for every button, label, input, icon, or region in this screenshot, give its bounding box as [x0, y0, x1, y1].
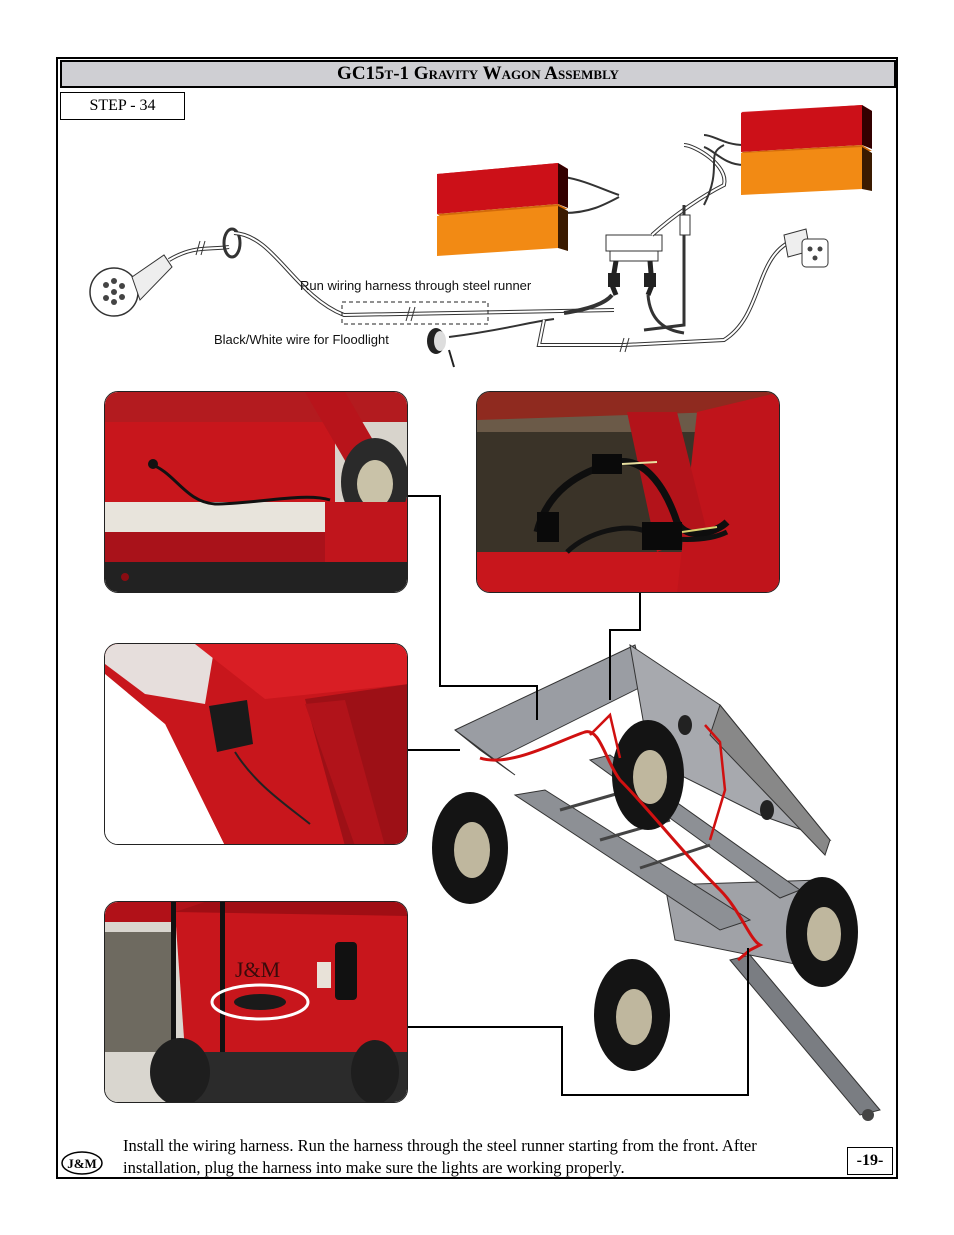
wheel-rear-left: [432, 792, 508, 904]
junction-connectors: [605, 234, 663, 296]
seven-pin-plug-right: [783, 228, 829, 268]
wiring-harness-diagram: Run wiring harness through steel runner …: [89, 105, 872, 368]
title-main: GC15: [337, 63, 385, 84]
page-frame: [56, 57, 898, 1179]
instructions-caption: Install the wiring harness. Run the harn…: [123, 1136, 757, 1177]
floodlight-icon: [427, 328, 455, 368]
page-title: GC15t-1 Gravity Wagon Assembly: [60, 60, 896, 88]
jm-logo: J&M: [60, 1150, 104, 1176]
label-runner: Run wiring harness through steel runner: [300, 278, 532, 293]
seven-pin-plug-left: [89, 254, 173, 317]
wheel-front-right: [786, 877, 858, 987]
title-small: t-1 Gravity Wagon Assembly: [384, 63, 619, 84]
left-tail-light: [437, 163, 620, 256]
logo-text: J&M: [67, 1156, 97, 1171]
wagon-chassis-illustration: [432, 643, 881, 1121]
photo-connectors: [476, 391, 780, 593]
brand-mark: J&M: [235, 957, 280, 982]
photo-rear-harness: [104, 391, 408, 593]
label-floodlight: Black/White wire for Floodlight: [214, 332, 389, 347]
wheel-rear-right: [612, 720, 684, 830]
step-label: STEP - 34: [60, 92, 185, 120]
photo-junction-box: [104, 643, 408, 845]
harness-route: [479, 730, 764, 962]
photo-front-panel: J&M: [104, 901, 408, 1103]
right-tail-light: [703, 105, 872, 195]
wheel-front-left: [594, 959, 670, 1071]
page-number: -19-: [847, 1147, 893, 1175]
